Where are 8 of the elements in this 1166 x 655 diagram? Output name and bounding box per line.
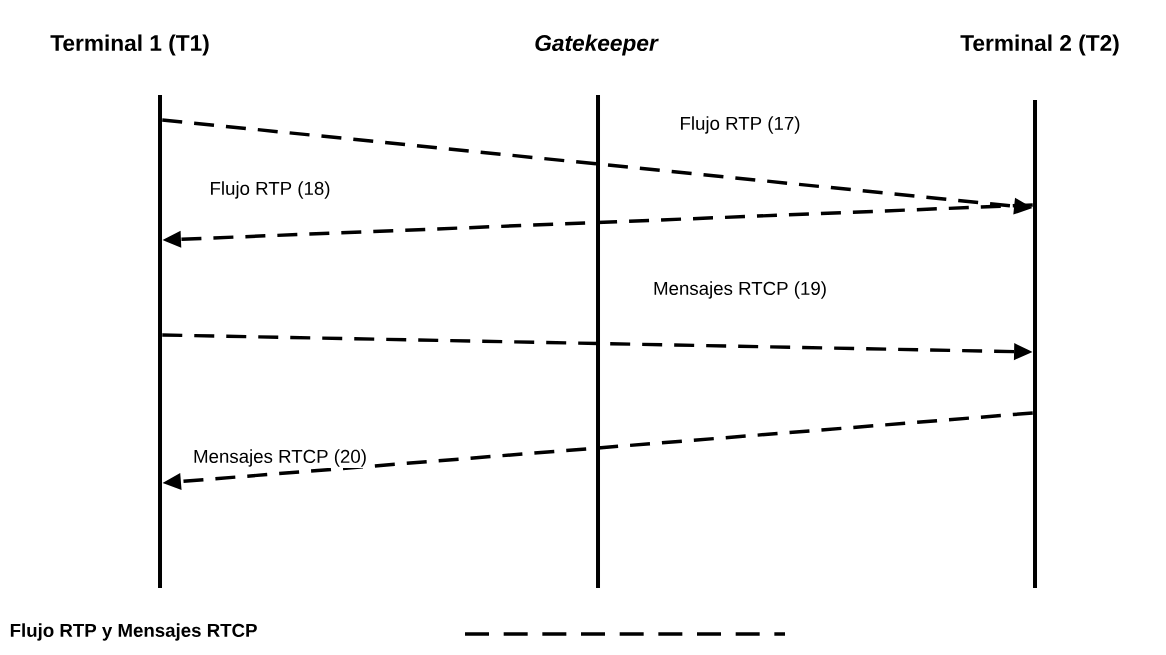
edge-label: Flujo RTP (18) [208,179,332,201]
lifeline-heading: Terminal 2 (T2) [960,34,1119,56]
edge-label: Flujo RTP (17) [678,114,802,136]
legend-text: Flujo RTP y Mensajes RTCP [10,623,257,641]
lifeline-heading: Terminal 1 (T1) [50,34,209,56]
edge-label: Mensajes RTCP (19) [651,279,829,301]
lifeline-heading: Gatekeeper [535,34,659,56]
edge-label: Mensajes RTCP (20) [191,447,369,469]
